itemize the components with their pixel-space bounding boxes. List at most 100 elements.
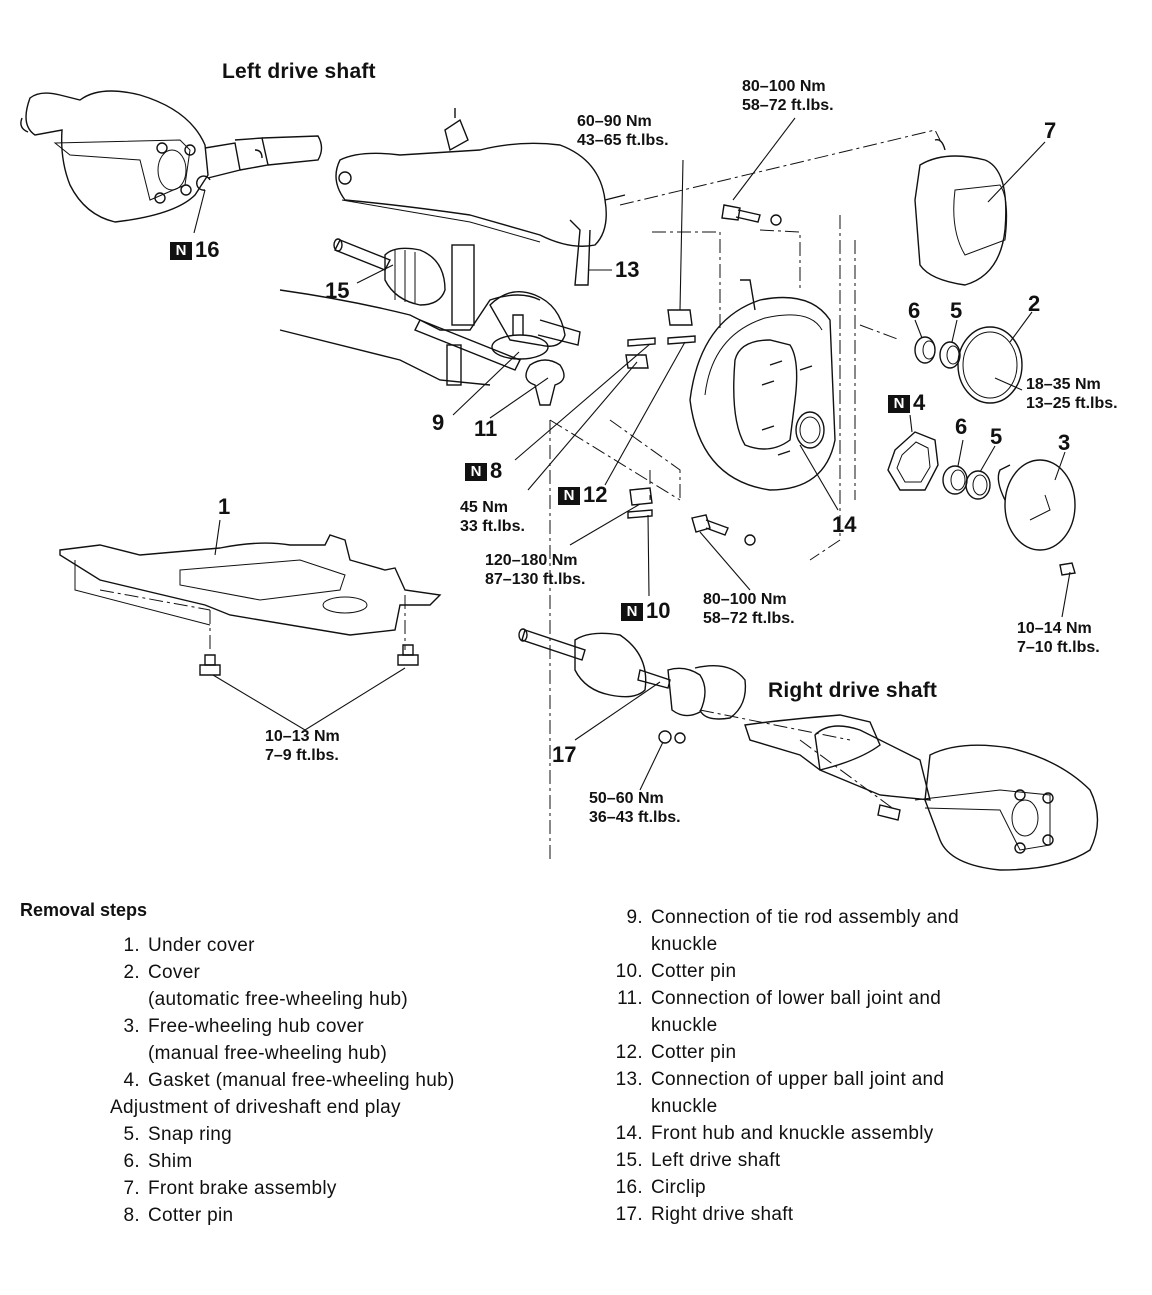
new-part-badge: N (465, 463, 487, 481)
removal-step: 9.Connection of tie rod assembly and (608, 904, 959, 931)
removal-step-number: 14. (615, 1123, 643, 1144)
callout-7: 7 (1044, 118, 1057, 143)
removal-step-text: Connection of upper ball joint and (651, 1069, 945, 1090)
removal-step-number: 12. (615, 1042, 643, 1063)
cover-2 (957, 326, 1023, 404)
removal-step-text: Cotter pin (651, 1042, 737, 1063)
removal-step: 17. Right drive shaft (608, 1201, 959, 1228)
front-brake-assembly-7 (914, 139, 1008, 286)
removal-step-number: 13. (615, 1069, 643, 1090)
upper-control-arm (335, 108, 626, 286)
removal-step-text: Connection of tie rod assembly and (651, 907, 960, 928)
removal-step-number: 17. (615, 1204, 643, 1225)
removal-step-number: 10. (615, 961, 643, 982)
removal-step-number: 6. (123, 1151, 140, 1172)
right-drive-shaft-heading: Right drive shaft (768, 679, 938, 702)
removal-step: 7.Front brake assembly (110, 1175, 455, 1202)
new-part-badge: N (621, 603, 643, 621)
removal-step-text: Right drive shaft (651, 1204, 794, 1225)
right-drive-shaft-17 (518, 628, 747, 720)
removal-steps-right-column: 9.Connection of tie rod assembly and knuc… (608, 904, 959, 1228)
caliper-bolt-top (721, 204, 782, 226)
removal-step: 10. Cotter pin (608, 958, 959, 985)
removal-step-text: (automatic free-wheeling hub) (148, 989, 409, 1010)
removal-step-text: Free-wheeling hub cover (148, 1016, 365, 1037)
left-differential-housing (20, 90, 323, 223)
callout-6-lower: 6 (955, 414, 968, 439)
castle-nut-upper (667, 309, 693, 326)
under-cover-1 (59, 534, 442, 636)
removal-step-number: 16. (615, 1177, 643, 1198)
callout-15: 15 (325, 278, 350, 303)
removal-steps-title: Removal steps (20, 900, 148, 920)
callout-13: 13 (615, 257, 640, 282)
left-drive-shaft-heading: Left drive shaft (222, 60, 376, 83)
callout-9: 9 (432, 410, 445, 435)
removal-step: knuckle (608, 1093, 959, 1120)
removal-step-text: Connection of lower ball joint and (651, 988, 942, 1009)
gasket-4 (887, 431, 939, 491)
new-part-badge: N (170, 242, 192, 260)
new-part-badge: N (888, 395, 910, 413)
removal-step: 6. Shim (110, 1148, 455, 1175)
removal-step: 16.Circlip (608, 1174, 959, 1201)
removal-step-text: Snap ring (148, 1124, 233, 1145)
removal-step-text: Front hub and knuckle assembly (651, 1123, 934, 1144)
removal-step-number: 3. (123, 1016, 140, 1037)
removal-step-number: 5. (123, 1124, 140, 1145)
removal-step: 2.Cover (110, 959, 455, 986)
removal-step: 11. Connection of lower ball joint and (608, 985, 959, 1012)
removal-step: 1.Under cover (110, 932, 455, 959)
free-wheeling-hub-cover-3 (997, 459, 1076, 576)
removal-step-text: Cotter pin (651, 961, 737, 982)
removal-step-subheading: Adjustment of driveshaft end play (110, 1097, 401, 1118)
removal-step-text: Cover (148, 962, 201, 983)
removal-step: 12. Cotter pin (608, 1039, 959, 1066)
removal-step: 3. Free-wheeling hub cover (110, 1013, 455, 1040)
caliper-bolt-bottom (691, 514, 756, 546)
callout-14: 14 (832, 512, 857, 537)
removal-step-text: Shim (148, 1151, 193, 1172)
removal-step: 13. Connection of upper ball joint and (608, 1066, 959, 1093)
removal-step-text: knuckle (651, 934, 718, 955)
new-part-badge: N (558, 487, 580, 505)
left-drive-shaft-15 (333, 238, 446, 306)
shim-and-snap-ring-lower (942, 465, 991, 500)
removal-step: Adjustment of driveshaft end play (110, 1094, 455, 1121)
removal-step: knuckle (608, 1012, 959, 1039)
removal-step-text: knuckle (651, 1015, 718, 1036)
strut-and-lower-arm (279, 244, 581, 386)
removal-step-number: 4. (123, 1070, 140, 1091)
removal-step-text: Cotter pin (148, 1205, 234, 1226)
removal-step-number: 11. (617, 988, 643, 1009)
removal-step-number: 15. (615, 1150, 643, 1171)
flange-nut-washer (658, 730, 686, 744)
removal-step-text: Under cover (148, 935, 255, 956)
assembly-guide-lines (99, 129, 941, 860)
removal-step-text: Left drive shaft (651, 1150, 781, 1171)
callout-6-upper: 6 (908, 298, 921, 323)
callout-1: 1 (218, 494, 231, 519)
cotter-pin-12 (667, 335, 696, 345)
lower-ball-joint-11 (525, 359, 565, 406)
removal-step-number: 7. (123, 1178, 140, 1199)
shim-and-snap-ring-upper (914, 336, 961, 369)
removal-step: 8.Cotter pin (110, 1202, 455, 1229)
callout-11: 11 (474, 416, 498, 441)
callout-17: 17 (552, 742, 577, 767)
removal-step-text: (manual free-wheeling hub) (148, 1043, 388, 1064)
removal-step: 15. Left drive shaft (608, 1147, 959, 1174)
removal-step-text: knuckle (651, 1096, 718, 1117)
right-differential-housing (744, 714, 1099, 871)
